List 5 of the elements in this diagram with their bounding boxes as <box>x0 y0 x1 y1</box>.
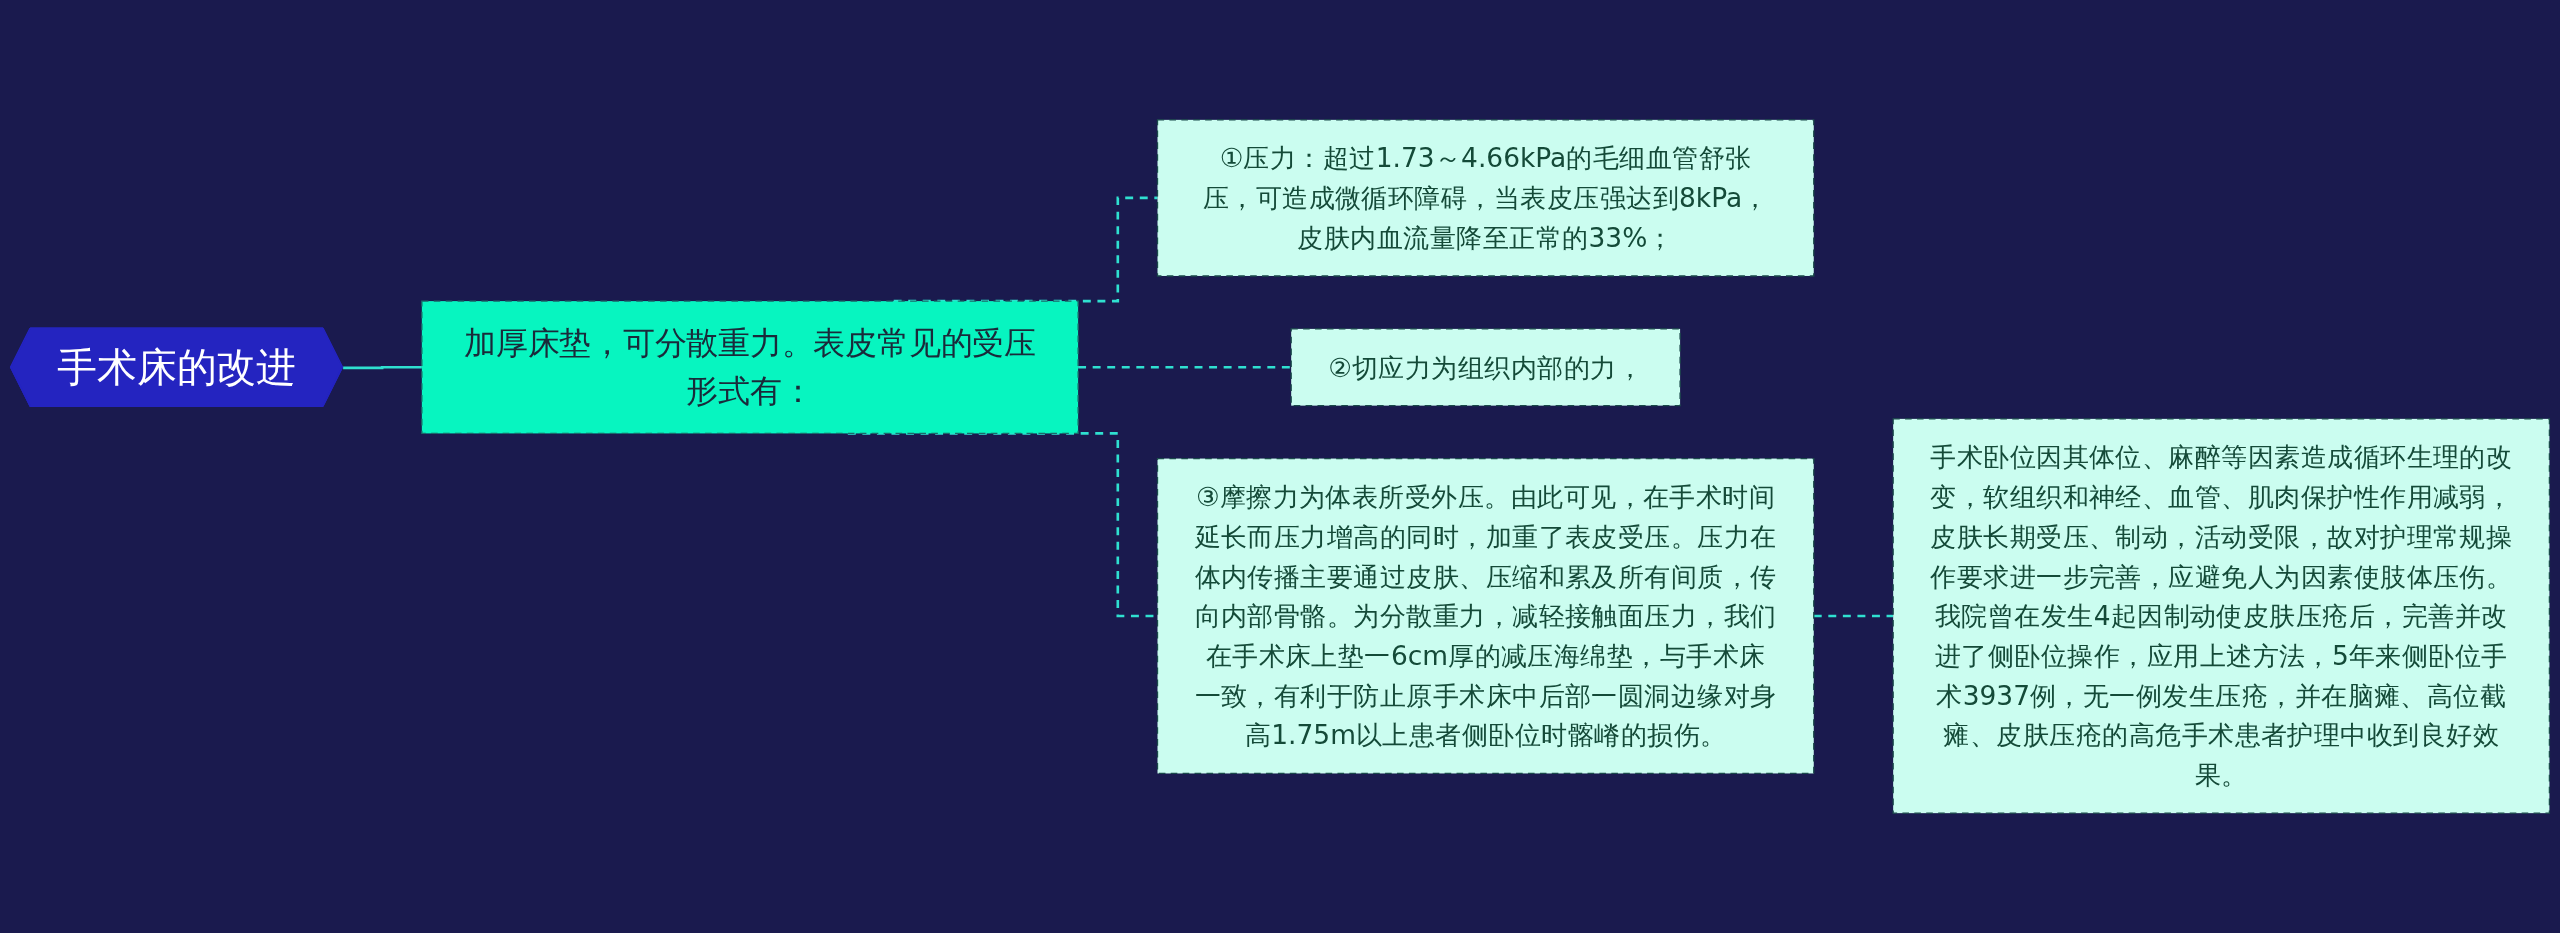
node-box: ③摩擦力为体表所受外压。由此可见，在手术时间延长而压力增高的同时，加重了表皮受压。压力在体内传播主要通过皮肤、压缩和累及所有间质，传向内部骨骼。为分散重力，减轻接触面压力，我们在手术床上垫一6cm厚的减压海绵垫，与手术床一致，有利于防止原手术床中后部一圆洞边缘对身高1.75m以上患者侧卧位时髂嵴的损伤。 <box>1156 457 1815 775</box>
node-box: ②切应力为组织内部的力， <box>1290 328 1681 407</box>
node-box: 加厚床垫，可分散重力。表皮常见的受压形式有： <box>421 300 1079 435</box>
node-box: ①压力：超过1.73～4.66kPa的毛细血管舒张压，可造成微循环障碍，当表皮压强达到8kPa，皮肤内血流量降至正常的33%； <box>1156 119 1815 277</box>
node-box: 手术卧位因其体位、麻醉等因素造成循环生理的改变，软组织和神经、血管、肌肉保护性作用减弱，皮肤长期受压、制动，活动受限，故对护理常规操作要求进一步完善，应避免人为因素使肢体压伤。我院曾在发生4起因制动使皮肤压疮后，完善并改进了侧卧位操作，应用上述方法，5年来侧卧位手术3937例，无一例发生压疮，并在脑瘫、高位截瘫、皮肤压疮的高危手术患者护理中收到良好效果。 <box>1892 418 2551 814</box>
